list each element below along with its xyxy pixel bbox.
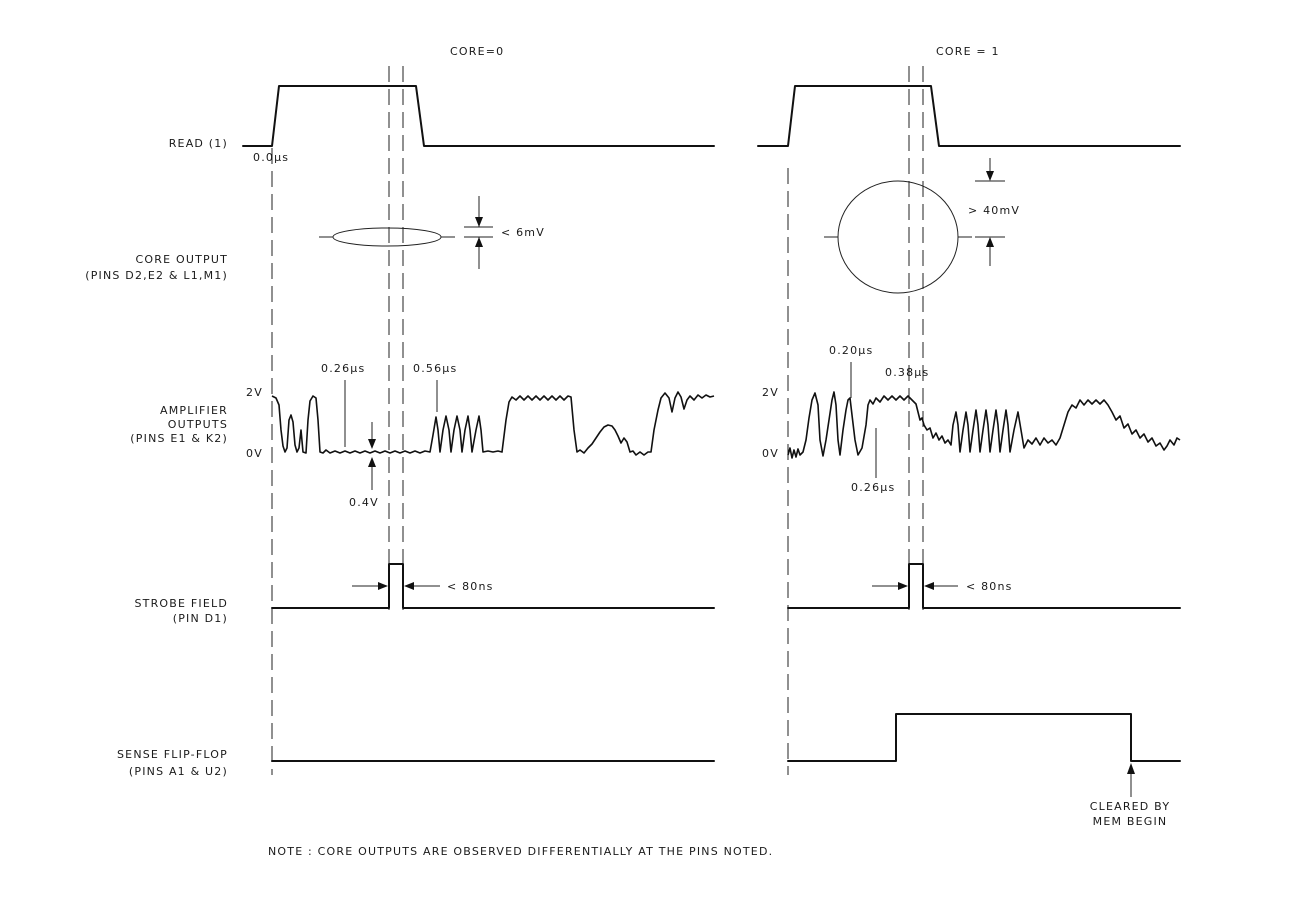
- amplifier-waveform-core0: [271, 391, 715, 456]
- label-strobe-width-left: < 80ns: [447, 580, 494, 593]
- label-amplifier: AMPLIFIER: [160, 404, 228, 417]
- label-t026-left: 0.26µs: [321, 362, 365, 375]
- label-core1-output-amplitude: > 40mV: [968, 204, 1020, 217]
- sense-waveform-core1: [787, 713, 1181, 762]
- read-waveform-core0: [242, 85, 715, 147]
- strobe-waveform-core0: [271, 563, 715, 609]
- label-sense-flip-flop-pins: (PINS A1 & U2): [129, 765, 228, 778]
- cleared-arrow: [1127, 763, 1135, 797]
- label-t0: 0.0µs: [253, 151, 289, 164]
- core0-output-amplitude-marker: [464, 196, 493, 269]
- label-core-output-pins: (PINS D2,E2 & L1,M1): [85, 269, 228, 282]
- label-amplifier-pins: (PINS E1 & K2): [130, 432, 228, 445]
- label-0v-left: 0V: [246, 447, 263, 460]
- label-core-output: CORE OUTPUT: [136, 253, 228, 266]
- label-cleared-by: CLEARED BY: [1090, 800, 1171, 813]
- label-core0-output-amplitude: < 6mV: [501, 226, 545, 239]
- core0-output-ellipse: [319, 227, 455, 247]
- label-read: READ (1): [169, 137, 228, 150]
- amplifier-waveform-core1: [787, 391, 1181, 459]
- label-t026-right: 0.26µs: [851, 481, 895, 494]
- read-waveform-core1: [757, 85, 1181, 147]
- label-0-4v: 0.4V: [349, 496, 379, 509]
- header-core-0: CORE=0: [450, 45, 504, 58]
- strobe-waveform-core1: [787, 563, 1181, 609]
- label-mem-begin: MEM BEGIN: [1093, 815, 1168, 828]
- label-t020: 0.20µs: [829, 344, 873, 357]
- label-sense-flip-flop: SENSE FLIP-FLOP: [117, 748, 228, 761]
- label-t056: 0.56µs: [413, 362, 457, 375]
- label-strobe-field: STROBE FIELD: [134, 597, 228, 610]
- footnote: NOTE : CORE OUTPUTS ARE OBSERVED DIFFERE…: [268, 845, 773, 858]
- v04-marker: [368, 422, 376, 490]
- label-t038: 0.38µs: [885, 366, 929, 379]
- label-2v-right: 2V: [762, 386, 779, 399]
- core1-column: > 40mV 2V 0V 0.20µs 0.38µs 0.26µs < 80ns…: [757, 66, 1181, 828]
- label-2v-left: 2V: [246, 386, 263, 399]
- strobe-width-marker-right: [872, 582, 958, 590]
- strobe-width-marker-left: [352, 582, 440, 590]
- label-strobe-field-pin: (PIN D1): [173, 612, 228, 625]
- label-0v-right: 0V: [762, 447, 779, 460]
- header-core-1: CORE = 1: [936, 45, 1000, 58]
- core0-column: 0.0µs < 6mV 2V 0V 0.26µs 0.56µs: [242, 66, 715, 775]
- label-strobe-width-right: < 80ns: [966, 580, 1013, 593]
- core1-output-circle: [824, 180, 972, 294]
- core1-output-amplitude-marker: [975, 158, 1005, 266]
- label-amplifier-outputs: OUTPUTS: [168, 418, 228, 431]
